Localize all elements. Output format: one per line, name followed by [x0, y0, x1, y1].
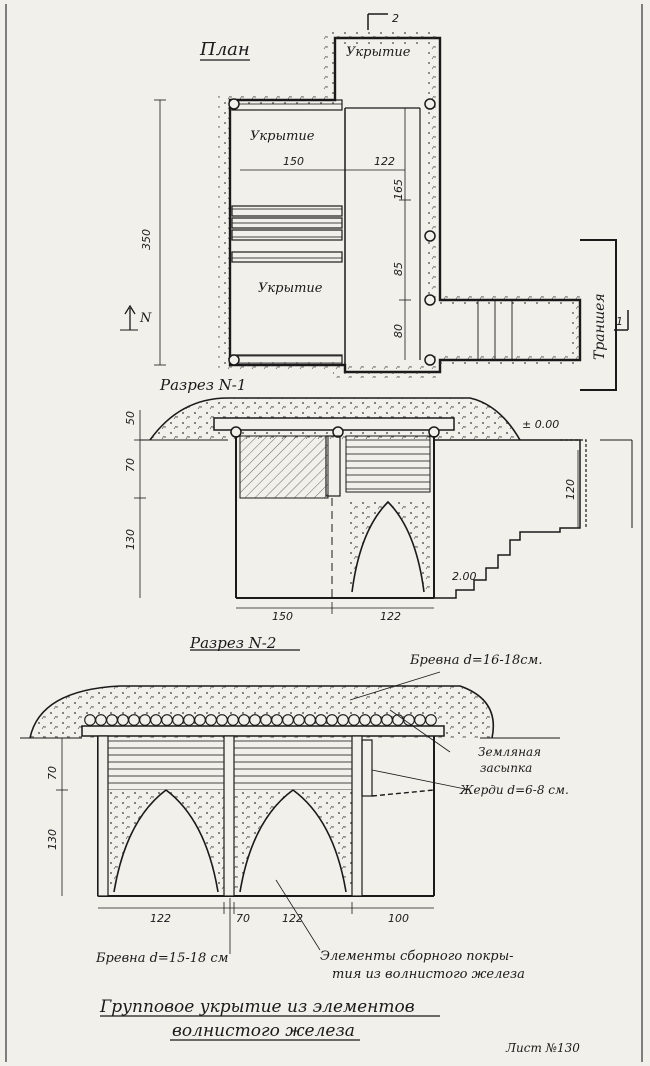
- section1-dim-70: 70: [124, 458, 137, 472]
- plan-dim-150: 150: [283, 155, 304, 168]
- section2-dim-100: 100: [388, 912, 409, 925]
- roof-log: [128, 714, 140, 726]
- section2-dim-70b: 70: [236, 912, 250, 925]
- plan-view: [120, 13, 629, 391]
- roof-log: [172, 714, 184, 726]
- roof-log: [95, 714, 107, 726]
- roof-log: [205, 714, 217, 726]
- section2-dim-70: 70: [46, 766, 59, 780]
- roof-log: [227, 714, 239, 726]
- section2-elements-1: Элементы сборного покры-: [320, 949, 514, 964]
- section2-title: Разрез N-2: [189, 634, 276, 652]
- roof-log: [216, 714, 228, 726]
- roof-log: [161, 714, 173, 726]
- section1-dim-150: 150: [272, 610, 293, 623]
- roof-log: [106, 714, 118, 726]
- plan-trench-label: Траншея: [592, 293, 608, 360]
- roof-log: [337, 714, 349, 726]
- plan-cut-1: 1: [616, 315, 623, 328]
- section1-level-bottom: 2.00: [452, 570, 477, 583]
- plan-shelter-top-label: Укрытие: [346, 45, 411, 60]
- section2-earth-fill-1: Земляная: [478, 745, 541, 759]
- caption-line-2: волнистого железа: [172, 1021, 355, 1041]
- roof-log: [370, 714, 382, 726]
- roof-log: [315, 714, 327, 726]
- section2-elements-2: тия из волнистого железа: [332, 967, 525, 982]
- roof-log: [392, 714, 404, 726]
- plan-dim-80: 80: [392, 324, 405, 338]
- section-2: [20, 671, 560, 954]
- section2-earth-fill-2: засыпка: [480, 761, 532, 775]
- plan-north-label: N: [139, 311, 152, 326]
- roof-log: [139, 714, 151, 726]
- plan-dim-165: 165: [392, 179, 405, 200]
- roof-log: [117, 714, 129, 726]
- plan-dim-350: 350: [140, 229, 153, 250]
- roof-log: [183, 714, 195, 726]
- section2-dim-130: 130: [46, 829, 59, 850]
- roof-log: [194, 714, 206, 726]
- section1-dim-120: 120: [564, 479, 577, 500]
- roof-log: [249, 714, 261, 726]
- roof-log: [293, 714, 305, 726]
- section-1: [134, 397, 633, 614]
- roof-log: [260, 714, 272, 726]
- section2-poles: Жерди d=6-8 см.: [459, 783, 569, 797]
- section2-logs-top: Бревна d=16-18см.: [409, 653, 542, 668]
- section1-level-top: ± 0.00: [522, 418, 559, 431]
- section1-dim-50: 50: [124, 411, 137, 425]
- north-arrow-icon: [124, 304, 136, 315]
- section1-title: Разрез N-1: [159, 376, 246, 394]
- plan-shelter-b-label: Укрытие: [258, 281, 323, 296]
- roof-log: [414, 714, 426, 726]
- section2-dim-122b: 122: [282, 912, 303, 925]
- roof-log: [348, 714, 360, 726]
- roof-log: [84, 714, 96, 726]
- section2-dim-122a: 122: [150, 912, 171, 925]
- roof-log: [150, 714, 162, 726]
- sheet-number: Лист №130: [505, 1041, 580, 1055]
- section2-logs-bottom: Бревна d=15-18 см: [95, 951, 228, 966]
- section1-dim-130: 130: [124, 529, 137, 550]
- plan-title: План: [199, 39, 250, 60]
- roof-log: [359, 714, 371, 726]
- roof-log: [326, 714, 338, 726]
- roof-log: [238, 714, 250, 726]
- section1-dim-122: 122: [380, 610, 401, 623]
- roof-log: [425, 714, 437, 726]
- caption-line-1: Групповое укрытие из элементов: [99, 997, 415, 1017]
- plan-dim-85: 85: [392, 262, 405, 276]
- roof-log: [282, 714, 294, 726]
- roof-log: [271, 714, 283, 726]
- plan-cut-2: 2: [392, 12, 399, 25]
- roof-log: [304, 714, 316, 726]
- roof-log: [381, 714, 393, 726]
- plan-shelter-a-label: Укрытие: [250, 129, 315, 144]
- plan-dim-122: 122: [374, 155, 395, 168]
